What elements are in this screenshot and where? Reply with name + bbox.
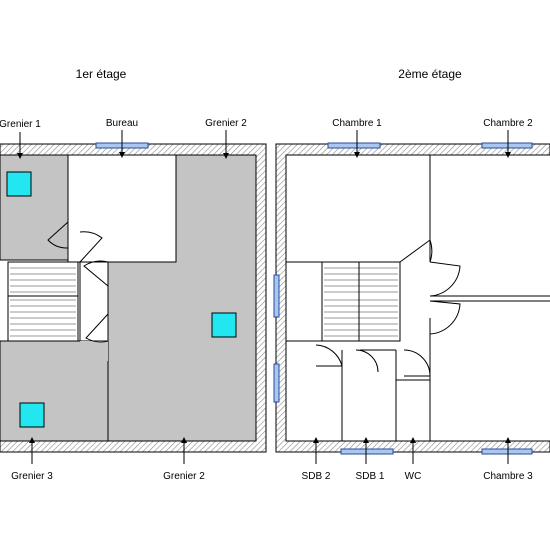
window-side-upper [273, 274, 280, 318]
label-chambre-3: Chambre 3 [483, 471, 533, 482]
room-bureau [67, 154, 177, 263]
label-chambre-2: Chambre 2 [483, 118, 533, 129]
room-grenier-1 [0, 154, 69, 261]
door-grenier-3 [85, 313, 109, 343]
label-wc: WC [405, 471, 422, 482]
label-bureau: Bureau [106, 118, 138, 129]
door-chambre-1 [399, 239, 433, 263]
staircase-right [321, 261, 401, 342]
door-wc [403, 349, 431, 377]
window-sdb-1 [340, 448, 394, 455]
label-grenier-1: Grenier 1 [0, 119, 41, 130]
skylight-grenier-3 [19, 402, 45, 428]
door-grenier-2 [83, 260, 109, 287]
door-chambre-2 [429, 261, 461, 297]
plan-2eme-etage: 2ème étage [273, 67, 550, 482]
label-chambre-1: Chambre 1 [332, 118, 382, 129]
label-grenier-2-bottom: Grenier 2 [163, 471, 205, 482]
door-grenier-1 [47, 221, 69, 249]
plan-2-title: 2ème étage [398, 67, 462, 81]
label-sdb-1: SDB 1 [356, 471, 385, 482]
label-grenier-2-top: Grenier 2 [205, 118, 247, 129]
window-side-lower [273, 363, 280, 403]
door-sdb-1 [355, 349, 379, 373]
plan-1er-etage: 1er étage [0, 67, 267, 482]
window-chambre-3 [481, 448, 533, 455]
window-chambre-2 [481, 142, 533, 149]
label-sdb-2: SDB 2 [302, 471, 331, 482]
staircase-left [7, 261, 81, 342]
skylight-grenier-1 [6, 171, 32, 197]
landing-gray [80, 341, 108, 361]
door-chambre-3 [429, 300, 461, 335]
walls-left [0, 143, 267, 453]
door-sdb-2 [315, 344, 343, 367]
door-bureau [79, 231, 103, 263]
walls-right [275, 143, 550, 453]
plan-1-title: 1er étage [76, 67, 127, 81]
label-grenier-3: Grenier 3 [11, 471, 53, 482]
window-chambre-1 [327, 142, 381, 149]
skylight-grenier-2 [211, 312, 237, 338]
